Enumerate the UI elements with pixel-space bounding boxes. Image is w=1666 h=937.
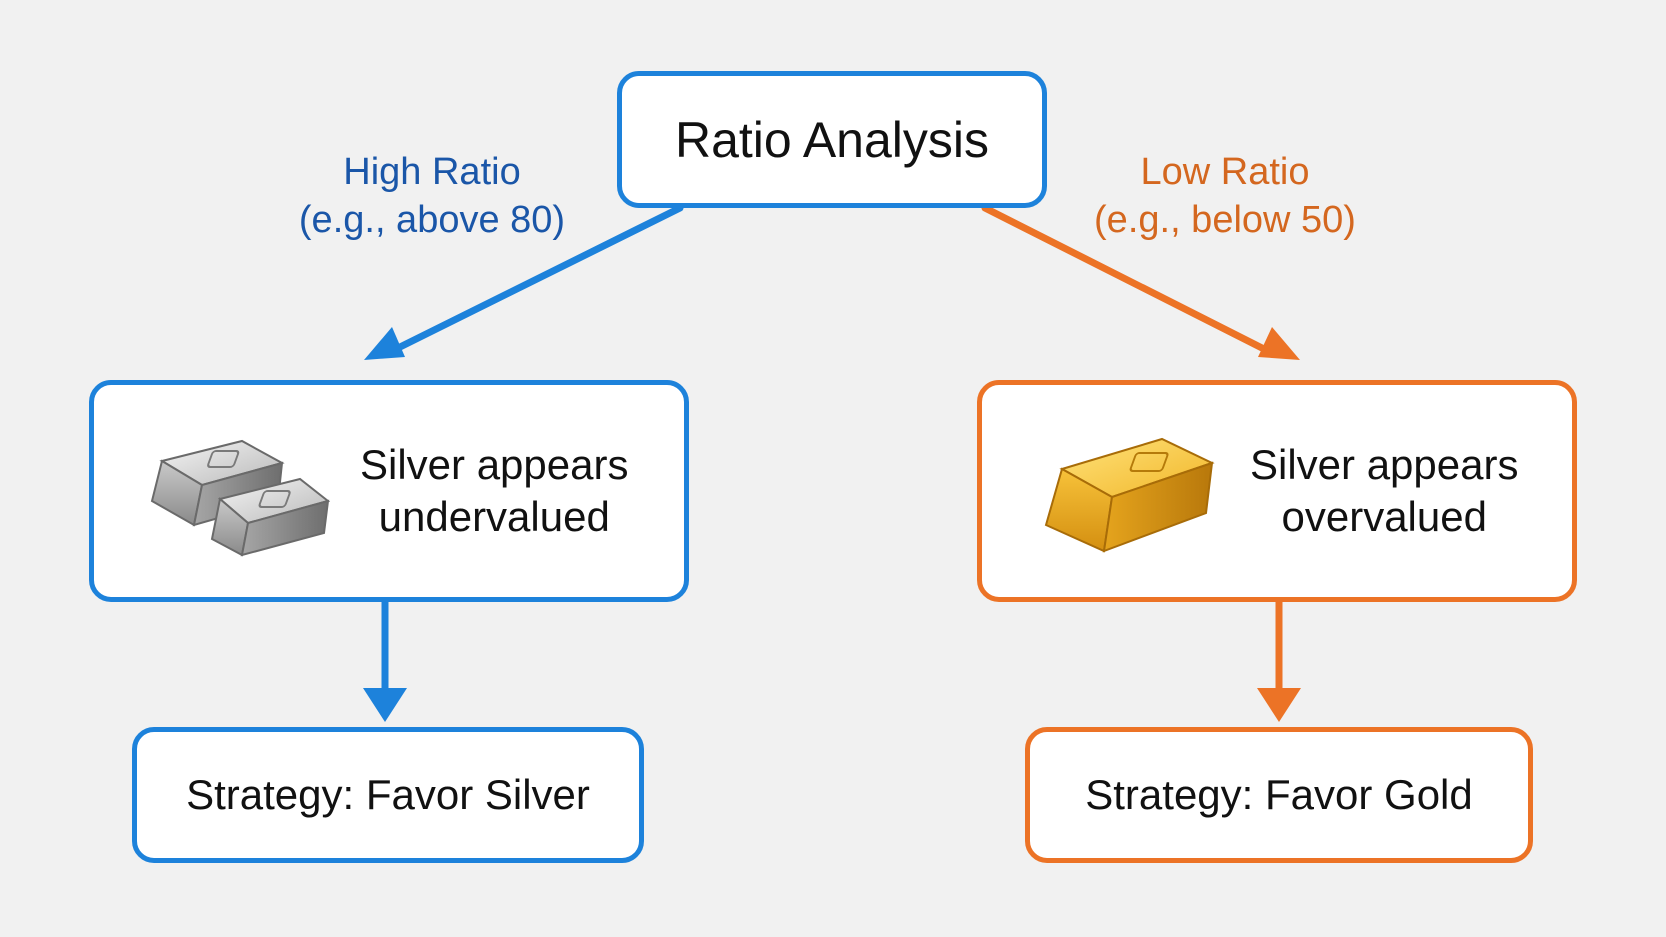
silver-bars-icon — [150, 439, 331, 557]
arrow-high-to-strategy — [363, 602, 407, 722]
low-ratio-example: (e.g., below 50) — [1094, 199, 1356, 241]
favor-silver-strategy-node: Strategy: Favor Silver — [132, 727, 644, 863]
favor-gold-strategy-node: Strategy: Favor Gold — [1025, 727, 1533, 863]
gold-outcome-line2: overvalued — [1281, 493, 1487, 540]
silver-outcome-line2: undervalued — [378, 493, 610, 540]
favor-silver-strategy-text: Strategy: Favor Silver — [186, 771, 590, 818]
gold-outcome-line1: Silver appears — [1250, 441, 1519, 488]
root-node: Ratio Analysis — [617, 71, 1047, 208]
arrow-root-to-high — [364, 204, 684, 360]
low-ratio-label: Low Ratio (e.g., below 50) — [1075, 148, 1375, 244]
gold-outcome-text: Silver appears overvalued — [1250, 439, 1518, 543]
gold-bar-icon — [1044, 437, 1215, 553]
silver-undervalued-node: Silver appears undervalued — [89, 380, 689, 602]
arrow-low-to-strategy — [1257, 602, 1301, 722]
high-ratio-example: (e.g., above 80) — [298, 199, 566, 241]
favor-gold-strategy-text: Strategy: Favor Gold — [1085, 771, 1473, 818]
root-title: Ratio Analysis — [674, 111, 990, 168]
silver-overvalued-node: Silver appears overvalued — [977, 380, 1577, 602]
high-ratio-label-text: High Ratio — [343, 151, 521, 193]
low-ratio-label-text: Low Ratio — [1140, 151, 1310, 193]
silver-outcome-text: Silver appears undervalued — [360, 439, 628, 543]
arrow-root-to-low — [981, 204, 1300, 360]
silver-outcome-line1: Silver appears — [360, 441, 629, 488]
high-ratio-label: High Ratio (e.g., above 80) — [282, 148, 582, 244]
